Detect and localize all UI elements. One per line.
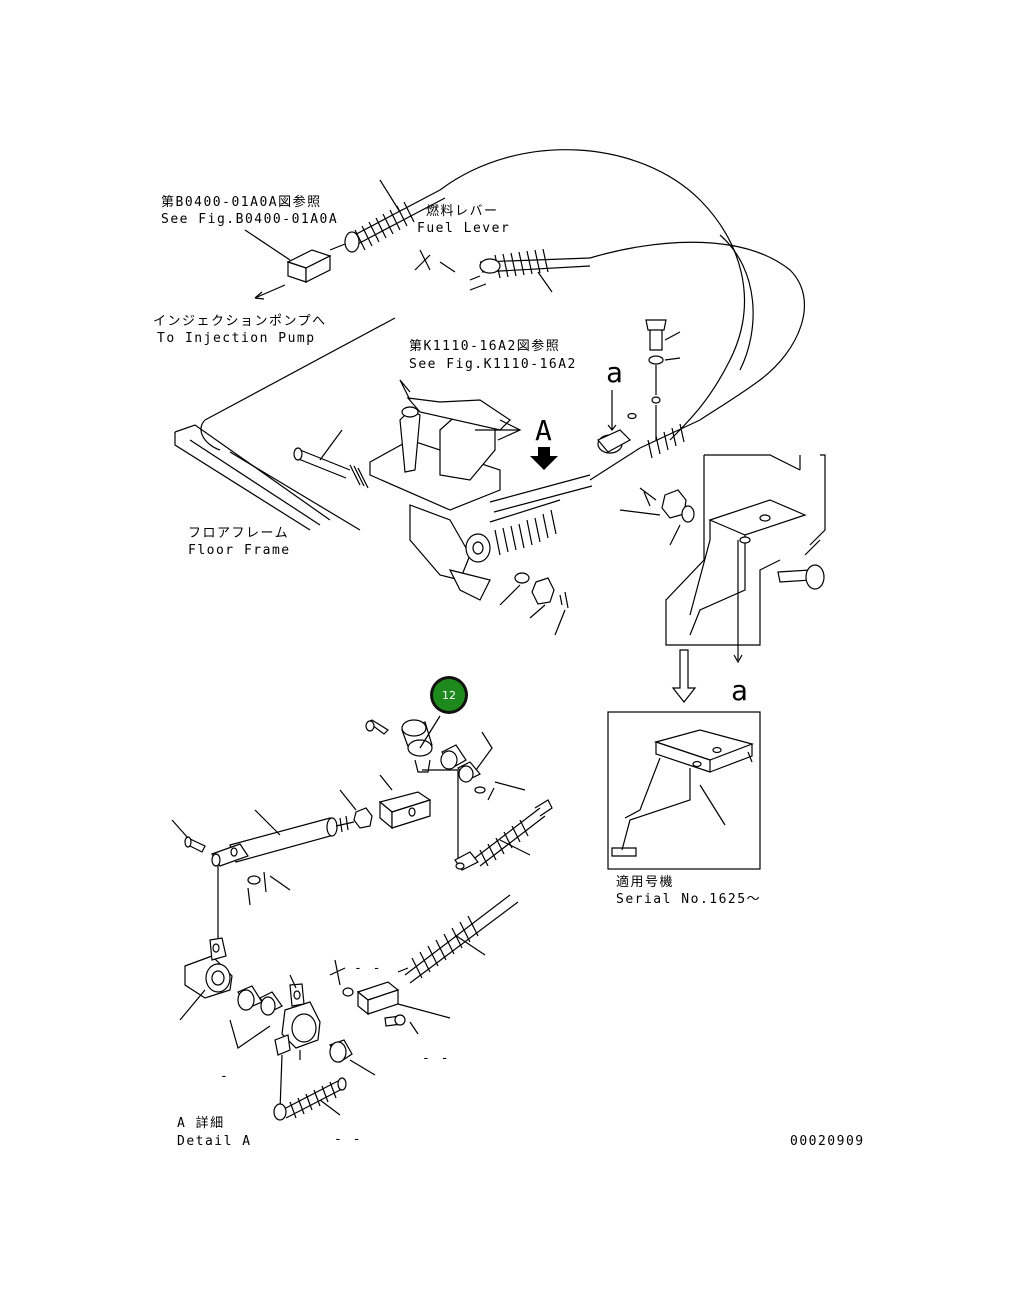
fuel-lever-en: Fuel Lever: [417, 221, 510, 236]
floor-frame: [174, 317, 396, 531]
detail-a-jp: A 詳細: [177, 1115, 225, 1131]
serial-number-label: Serial No.1625～: [616, 892, 761, 907]
dash-label-4: - -: [334, 1132, 362, 1147]
ref-b0400-en: See Fig.B0400-01A0A: [161, 212, 338, 227]
ref-b0400-jp: 第B0400-01A0A図参照: [161, 194, 322, 210]
dash-label-3: - -: [422, 1051, 450, 1066]
dash-label-2: -: [220, 1069, 229, 1084]
serial-inset: 適用号機 Serial No.1625～: [607, 711, 761, 907]
center-rod-spring: a: [489, 356, 701, 556]
pump-link-block: [244, 229, 332, 300]
injection-pump-en: To Injection Pump: [157, 331, 316, 346]
annotation-labels: 第B0400-01A0A図参照 See Fig.B0400-01A0A 燃料レバ…: [153, 194, 865, 1149]
detail-a-parts: [171, 719, 553, 1121]
section-a-marker-lower: a: [731, 674, 748, 707]
main-lever-assembly: [369, 379, 522, 601]
floor-frame-jp: フロアフレーム: [188, 526, 289, 541]
cable-end-injection-pump: [329, 179, 446, 253]
fuel-lever-jp: 燃料レバー: [426, 203, 499, 219]
bracket-upper-right: a: [665, 454, 826, 707]
fuel-lever-spring: [414, 248, 591, 293]
view-a-arrow: A: [530, 414, 558, 470]
ref-k1110-jp: 第K1110-16A2図参照: [409, 338, 560, 354]
control-cable-loop: [439, 149, 805, 441]
floor-frame-en: Floor Frame: [188, 543, 291, 558]
injection-pump-jp: インジェクションポンプへ: [153, 314, 327, 329]
ref-k1110-en: See Fig.K1110-16A2: [409, 357, 577, 372]
nut-washer-cluster: [499, 487, 695, 636]
callout-fill: [433, 679, 465, 711]
drawing-number: 00020909: [790, 1134, 865, 1149]
callout-number: 12: [442, 689, 456, 702]
callout-12[interactable]: 12: [419, 676, 468, 749]
bolt-washer-stack: [627, 319, 681, 440]
dash-label-1: - -: [354, 961, 382, 976]
floor-rod: [293, 429, 369, 489]
applicable-serial-jp: 適用号機: [616, 874, 674, 890]
section-a-marker-upper: a: [606, 356, 623, 389]
detail-a-en: Detail A: [177, 1134, 252, 1149]
view-a-letter: A: [535, 414, 552, 447]
